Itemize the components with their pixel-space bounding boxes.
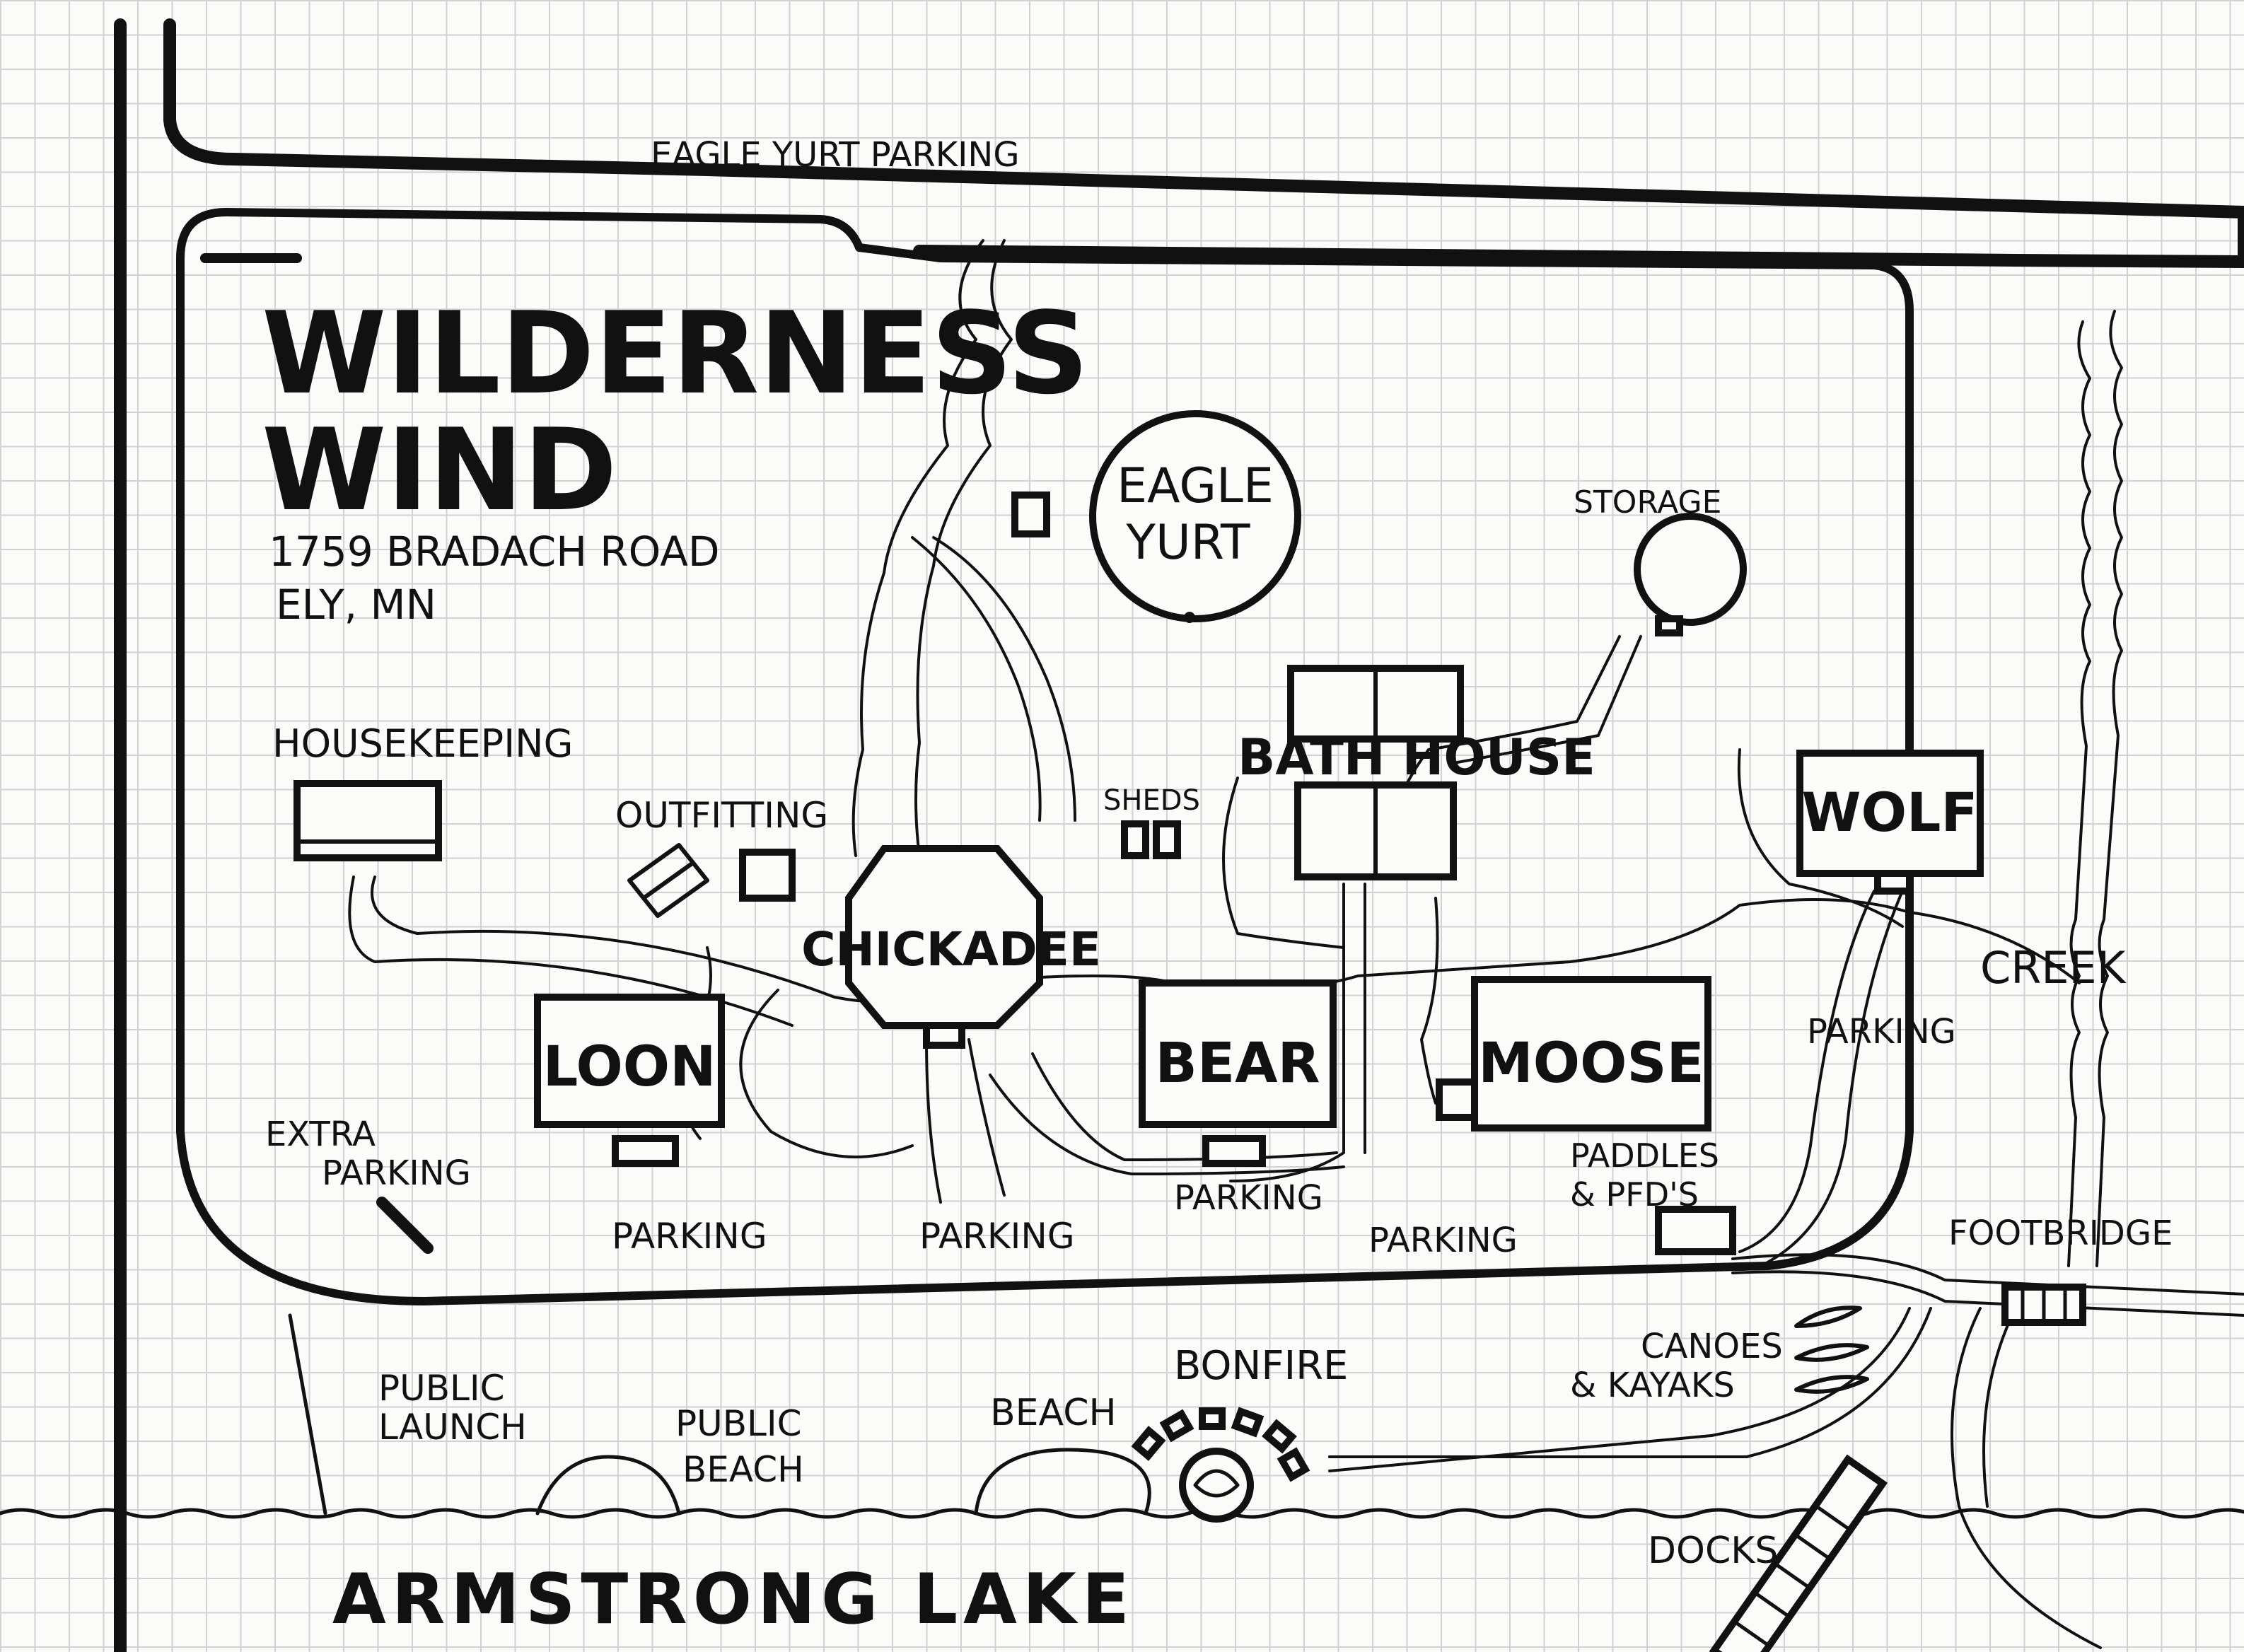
beach-label: BEACH [990,1392,1117,1434]
wolf-label: WOLF [1802,781,1978,844]
shoreline [0,1508,2244,1519]
title-line2: WIND [262,404,617,536]
housekeeping-building[interactable] [293,780,442,861]
eagle-yurt-label-1: EAGLE [1117,458,1274,514]
loon-label: LOON [543,1035,716,1099]
outfitting-structures[interactable] [627,843,796,918]
eagle-yurt-building[interactable] [1089,410,1301,622]
public-beach-mound [535,1455,681,1516]
docks-label: DOCKS [1648,1530,1778,1572]
footbridge-label: FOOTBRIDGE [1948,1214,2173,1253]
eagle-yurt-label-2: YURT [1125,515,1250,571]
bath-house-building[interactable] [1287,665,1464,880]
trail-network [348,239,2244,1649]
property-loop-road [176,208,1914,1305]
chickadee-cabin[interactable] [845,845,1043,1029]
loon-deck [612,1135,679,1167]
sheds-structures[interactable] [1121,820,1181,859]
title-line1: WILDERNESS [262,287,1089,419]
housekeeping-label: HOUSEKEEPING [272,721,573,766]
creek-line-2 [2095,310,2123,1267]
public-launch-label-2: LAUNCH [378,1407,527,1448]
storage-building[interactable] [1634,513,1747,626]
eagle-yurt-dot [1184,612,1195,623]
bear-cabin[interactable] [1139,979,1337,1128]
creek-label: CREEK [1980,942,2127,994]
chickadee-parking-label: PARKING [919,1216,1075,1257]
beach-mound [974,1448,1151,1516]
moose-parking-label: PARKING [1368,1221,1518,1260]
address-line1: 1759 BRADACH ROAD [269,528,720,576]
canoes-label-2: & KAYAKS [1570,1366,1735,1405]
lake-label: ARMSTRONG LAKE [332,1559,1135,1640]
bear-parking-label: PARKING [1174,1178,1323,1218]
main-road-north [163,18,2244,268]
canoes-kayaks-icons [1794,1305,1869,1394]
moose-label: MOOSE [1478,1032,1704,1095]
bonfire-pit [1131,1407,1310,1523]
paddles-label-2: & PFD'S [1570,1175,1699,1214]
chickadee-deck [923,1022,965,1049]
loon-cabin[interactable] [534,994,725,1128]
bath-house-label: BATH HOUSE [1238,728,1595,786]
canoes-label-1: CANOES [1641,1327,1783,1366]
chickadee-label: CHICKADEE [801,922,1101,977]
storage-label: STORAGE [1574,484,1721,520]
wolf-parking-label: PARKING [1807,1012,1956,1052]
creek-line [2067,320,2091,1267]
outfitting-label: OUTFITTING [615,795,828,836]
docks-structure[interactable] [1709,1454,1888,1652]
footbridge-structure[interactable] [2001,1284,2086,1326]
public-beach-label-1: PUBLIC [675,1403,802,1444]
loon-parking-label: PARKING [612,1216,767,1257]
bear-label: BEAR [1155,1032,1320,1095]
wolf-deck [1874,870,1913,895]
moose-cabin[interactable] [1471,976,1711,1132]
paddles-storage[interactable] [1655,1206,1736,1255]
bonfire-label: BONFIRE [1174,1343,1348,1389]
public-launch-road [288,1313,327,1516]
paddles-label-1: PADDLES [1570,1136,1719,1175]
storage-step [1655,615,1683,636]
moose-deck [1436,1078,1478,1121]
extra-parking-label-1: EXTRA [265,1115,376,1154]
sheds-label: SHEDS [1103,784,1200,817]
extra-parking-mark [376,1197,434,1254]
address-line2: ELY, MN [276,581,436,629]
public-launch-label-1: PUBLIC [378,1368,505,1409]
eagle-yurt-deck [1011,491,1050,537]
bear-deck [1202,1135,1266,1167]
public-beach-label-2: BEACH [682,1449,804,1490]
extra-parking-label-2: PARKING [322,1153,471,1193]
eagle-yurt-parking-label: EAGLE YURT PARKING [651,135,1020,175]
